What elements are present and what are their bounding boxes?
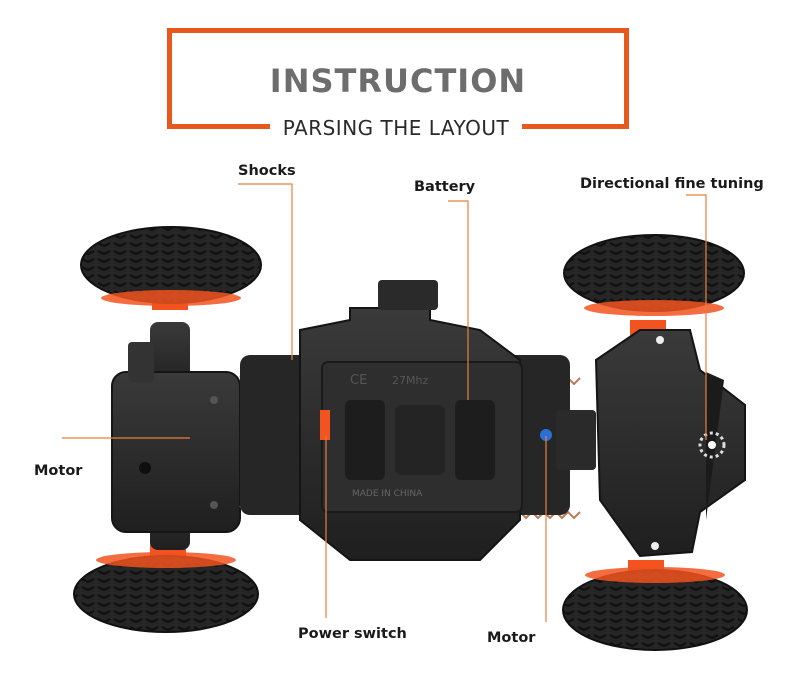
right-steering	[556, 329, 746, 558]
callout-motor-right: Motor	[487, 630, 536, 646]
title-frame	[167, 28, 629, 129]
callout-motor-left: Motor	[34, 463, 83, 479]
tires	[73, 226, 748, 651]
page-title: INSTRUCTION	[269, 62, 527, 100]
title-frame-bottom-right	[520, 124, 624, 129]
title-frame-bottom-left	[167, 124, 271, 129]
left-gearbox	[111, 322, 241, 550]
page-subtitle: PARSING THE LAYOUT	[270, 116, 522, 140]
frequency-mark: 27Mhz	[392, 374, 428, 387]
made-in-mark: MADE IN CHINA	[352, 489, 423, 499]
callout-battery: Battery	[414, 179, 476, 195]
callout-power-switch: Power switch	[298, 626, 407, 642]
callout-directional-fine-tuning: Directional fine tuning	[580, 176, 764, 192]
callout-shocks: Shocks	[238, 163, 296, 179]
chassis: CE 27Mhz MADE IN CHINA	[240, 280, 570, 561]
callout-lines	[62, 183, 707, 622]
ce-mark: CE	[350, 373, 367, 388]
